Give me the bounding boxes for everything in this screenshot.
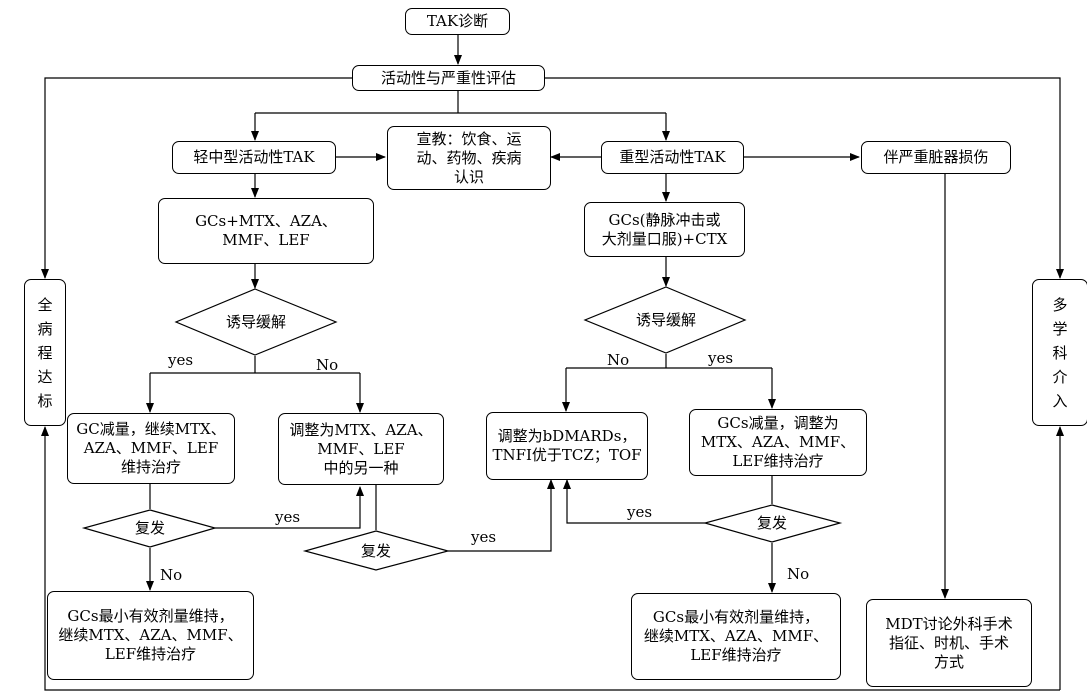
mdt-label: MDT讨论外科手术 指征、时机、手术 方式 xyxy=(885,614,1013,671)
education-box: 宣教：饮食、运 动、药物、疾病 认识 xyxy=(387,126,551,190)
severe-tak-box: 重型活动性TAK xyxy=(601,141,744,174)
gc-reduce-right-label: GCs减量，调整为 MTX、AZA、MMF、 LEF维持治疗 xyxy=(700,414,856,470)
right-mdt-label: 多 学 科 介 入 xyxy=(1052,295,1068,410)
severe-treatment-label: GCs(静脉冲击或 大剂量口服)+CTX xyxy=(601,210,728,248)
right-mdt-bar: 多 学 科 介 入 xyxy=(1032,279,1087,426)
mild-induction-diamond xyxy=(174,288,338,356)
severe-induction-diamond xyxy=(583,286,747,354)
edge-relapse-left-yes xyxy=(215,486,364,529)
relapse-middle-diamond xyxy=(302,530,451,571)
relapse-right-label: 复发 xyxy=(756,514,788,532)
gc-reduce-right-box: GCs减量，调整为 MTX、AZA、MMF、 LEF维持治疗 xyxy=(689,409,867,476)
relapse-left-diamond xyxy=(81,509,218,548)
severe-no-label: No xyxy=(607,351,630,369)
relapse-left-yes-label: yes xyxy=(275,508,301,526)
edge-relapse-right-yes xyxy=(563,479,705,524)
diagnosis-box: TAK诊断 xyxy=(405,8,510,35)
left-goal-label: 全 病 程 达 标 xyxy=(37,295,53,410)
adjust-other-label: 调整为MTX、AZA、 MMF、LEF 中的另一种 xyxy=(289,420,433,477)
organ-damage-box: 伴严重脏器损伤 xyxy=(861,141,1011,174)
mild-induction-label: 诱导缓解 xyxy=(225,313,287,331)
assessment-box: 活动性与严重性评估 xyxy=(352,65,545,91)
edge-relapse-middle-yes xyxy=(448,479,555,552)
severe-yes-label: yes xyxy=(708,349,734,367)
relapse-right-yes-label: yes xyxy=(627,503,653,521)
relapse-middle-yes-label: yes xyxy=(471,528,497,546)
organ-damage-label: 伴严重脏器损伤 xyxy=(883,148,989,166)
assessment-label: 活动性与严重性评估 xyxy=(380,68,516,87)
mild-treatment-box: GCs+MTX、AZA、 MMF、LEF xyxy=(158,198,374,264)
severe-treatment-box: GCs(静脉冲击或 大剂量口服)+CTX xyxy=(584,202,745,257)
relapse-right-diamond xyxy=(702,504,843,543)
min-dose-right-label: GCs最小有效剂量维持， 继续MTX、AZA、MMF、 LEF维持治疗 xyxy=(643,608,829,664)
gc-reduce-left-box: GC减量，继续MTX、 AZA、MMF、LEF 维持治疗 xyxy=(67,413,235,484)
edge-to-right-bar xyxy=(545,77,1064,279)
left-goal-bar: 全 病 程 达 标 xyxy=(24,279,66,426)
diagnosis-label: TAK诊断 xyxy=(426,12,489,30)
min-dose-left-label: GCs最小有效剂量维持， 继续MTX、AZA、MMF、 LEF维持治疗 xyxy=(58,607,243,663)
mild-yes-label: yes xyxy=(168,351,194,369)
min-dose-left-box: GCs最小有效剂量维持， 继续MTX、AZA、MMF、 LEF维持治疗 xyxy=(47,591,254,680)
relapse-right-no-label: No xyxy=(787,565,810,583)
edge-bottom-to-left-bar xyxy=(41,426,1060,691)
mild-treatment-label: GCs+MTX、AZA、 MMF、LEF xyxy=(195,212,337,249)
education-label: 宣教：饮食、运 动、药物、疾病 认识 xyxy=(416,129,522,186)
min-dose-right-box: GCs最小有效剂量维持， 继续MTX、AZA、MMF、 LEF维持治疗 xyxy=(631,593,841,680)
adjust-bdmards-box: 调整为bDMARDs， TNFI优于TCZ；TOF xyxy=(486,412,648,480)
relapse-left-no-label: No xyxy=(160,566,183,584)
mild-no-label: No xyxy=(316,356,339,374)
edge-to-left-bar xyxy=(41,77,352,279)
relapse-left-label: 复发 xyxy=(134,519,166,537)
severe-tak-label: 重型活动性TAK xyxy=(619,148,726,166)
mild-tak-box: 轻中型活动性TAK xyxy=(172,141,336,174)
gc-reduce-left-label: GC减量，继续MTX、 AZA、MMF、LEF 维持治疗 xyxy=(76,420,226,476)
relapse-middle-label: 复发 xyxy=(360,542,392,560)
mild-tak-label: 轻中型活动性TAK xyxy=(193,148,315,166)
adjust-other-box: 调整为MTX、AZA、 MMF、LEF 中的另一种 xyxy=(278,413,444,485)
mdt-box: MDT讨论外科手术 指征、时机、手术 方式 xyxy=(866,599,1032,687)
adjust-bdmards-label: 调整为bDMARDs， TNFI优于TCZ；TOF xyxy=(492,427,642,464)
severe-induction-label: 诱导缓解 xyxy=(635,311,697,329)
